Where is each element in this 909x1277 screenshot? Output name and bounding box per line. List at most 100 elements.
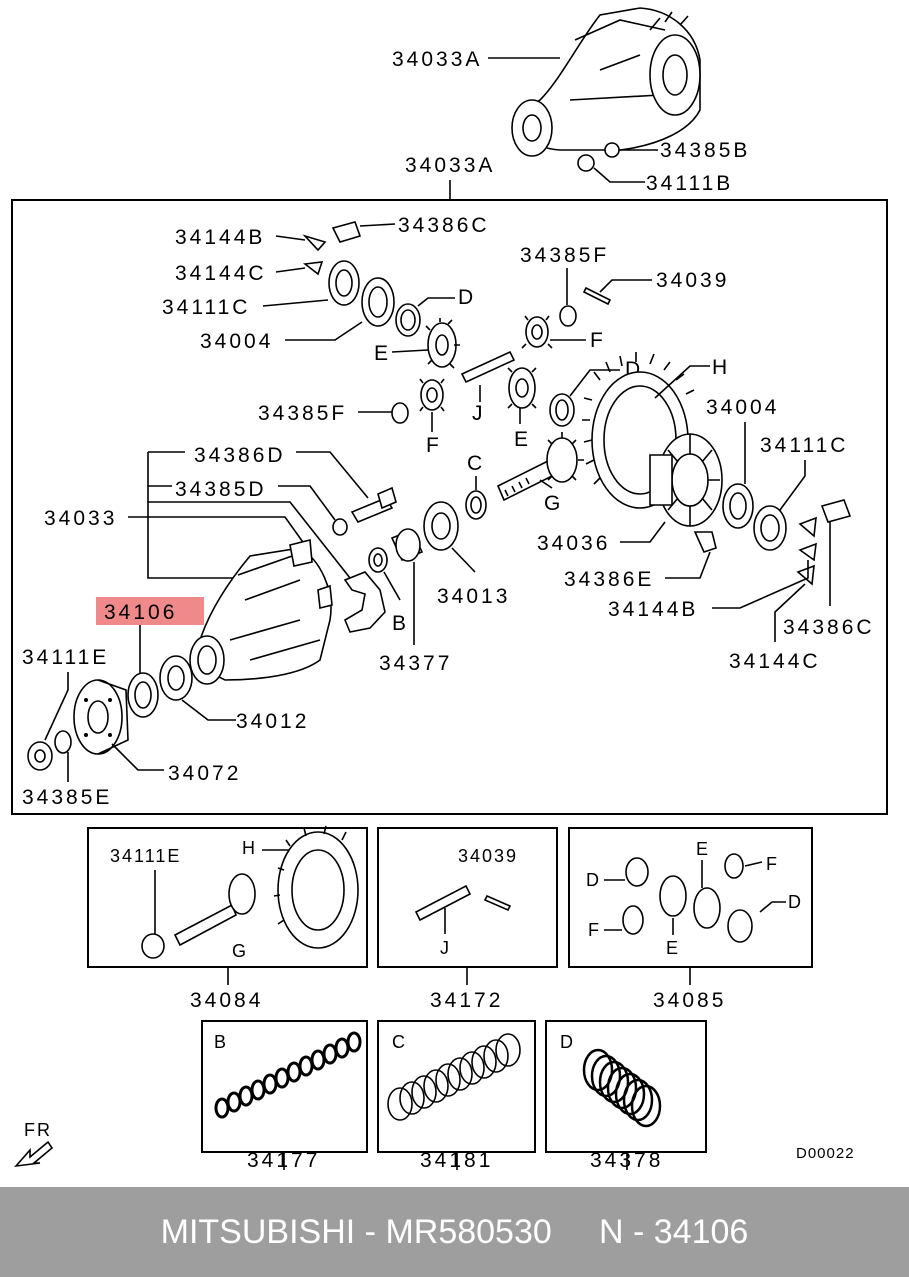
footer-gap <box>552 1213 599 1252</box>
shim-ring <box>630 1084 662 1128</box>
leader-line <box>275 267 306 273</box>
front-marker-label: FR <box>24 1120 52 1140</box>
callout-34111B: 34111B <box>646 172 733 195</box>
shim-ring <box>447 1057 473 1091</box>
shim-drawing <box>368 547 388 573</box>
callout-34386C: 34386C <box>398 214 490 237</box>
callout-34111C: 34111C <box>162 296 250 319</box>
callout-34144C: 34144C <box>175 262 267 285</box>
leader-line <box>539 479 553 489</box>
letter-F-1: F <box>426 434 442 457</box>
bearing-drawing <box>423 501 459 551</box>
callout-34036: 34036 <box>537 532 610 555</box>
pin-drawing <box>582 286 612 306</box>
shim-ring <box>435 1063 461 1097</box>
shim-ring <box>471 1045 497 1079</box>
leader-line <box>712 560 809 609</box>
diagram-code: D00022 <box>796 1145 855 1162</box>
leader-line <box>296 451 369 499</box>
bolt-drawing <box>302 261 324 276</box>
footer-brand: MITSUBISHI <box>160 1212 356 1251</box>
shim-ring <box>310 1049 326 1071</box>
kit-item-label: 34039 <box>458 846 518 866</box>
bolt-drawing <box>331 221 362 243</box>
leader-line <box>128 451 351 579</box>
kit-number-34085: 34085 <box>653 989 726 1012</box>
shim-ring <box>590 1054 622 1098</box>
callout-34144C-right: 34144C <box>729 650 821 673</box>
letter-D: D <box>458 286 476 309</box>
kit-number-34084: 34084 <box>190 989 263 1012</box>
washer-drawing <box>54 730 72 754</box>
shim-ring <box>483 1039 509 1073</box>
shim-drawing <box>395 303 421 337</box>
kit-item-label: E <box>666 938 680 958</box>
nut-drawing <box>27 741 53 771</box>
leader-line <box>111 743 164 771</box>
callout-34033A-box: 34033A <box>405 154 495 177</box>
highlight-box <box>96 597 204 625</box>
leader-line <box>275 235 306 241</box>
bearing-drawing <box>159 655 193 701</box>
callout-34033A-top: 34033A <box>392 48 482 71</box>
kit-34084: 34111E H G 34084 <box>87 825 368 1012</box>
callout-34111E: 34111E <box>22 646 109 669</box>
leader-line <box>451 547 476 573</box>
bolt-drawing <box>798 542 817 562</box>
kit-item-label: 34111E <box>110 846 181 866</box>
shim-ring <box>286 1061 302 1083</box>
callout-34111C-right: 34111C <box>760 434 848 457</box>
kit-item-label: F <box>766 854 779 874</box>
callout-34144B-right: 34144B <box>608 598 698 621</box>
leader-line <box>593 167 645 183</box>
pinion-gear-drawing <box>521 315 553 349</box>
shim-ring <box>399 1081 425 1115</box>
callout-34072: 34072 <box>168 762 241 785</box>
shim-ring <box>387 1087 413 1121</box>
pinion-gear-drawing <box>419 378 445 412</box>
callout-34385B: 34385B <box>660 139 750 162</box>
bolt-drawing <box>693 531 717 553</box>
shim-ring <box>214 1097 230 1119</box>
leader-line <box>262 299 329 307</box>
kit-item-label: E <box>696 839 710 859</box>
shim-ring <box>298 1055 314 1077</box>
bearing-cap-drawing <box>343 571 386 633</box>
leader-line <box>359 223 396 227</box>
shim-ring <box>606 1066 638 1110</box>
shim-set-34177: B 34177 <box>201 1020 368 1172</box>
shim-ring <box>598 1060 630 1104</box>
kit-34172: 34039 J 34172 <box>377 827 558 1012</box>
exploded-diagram: 34033A 34385B 34111B 34033A 34144B 34386… <box>11 7 888 1172</box>
front-arrow-icon <box>14 1140 54 1168</box>
shim-set-34181: C 34181 <box>377 1020 536 1172</box>
leader-line <box>285 321 363 341</box>
letter-C: C <box>467 452 485 475</box>
callout-34106: 34106 <box>104 601 177 624</box>
leader-line <box>654 365 710 399</box>
shim-ring <box>459 1051 485 1085</box>
shim-ring <box>322 1043 338 1065</box>
kit-item-label: G <box>232 941 248 961</box>
leader-line <box>620 521 666 543</box>
shim-set-letter: C <box>392 1032 407 1052</box>
bearing-drawing <box>361 277 395 327</box>
shim-ring <box>274 1067 290 1089</box>
callout-34385E: 34385E <box>22 786 112 809</box>
shim-ring <box>334 1037 350 1059</box>
letter-G: G <box>544 492 563 515</box>
leader-line <box>779 460 806 511</box>
letter-F: F <box>590 329 606 352</box>
callout-34386C-right: 34386C <box>783 616 875 639</box>
kit-item-label: H <box>242 838 257 858</box>
footer-reference: N - 34106 <box>599 1212 749 1251</box>
callout-34385F: 34385F <box>520 244 609 267</box>
shim-set-number-34181: 34181 <box>420 1149 493 1172</box>
callout-34385F-2: 34385F <box>258 402 347 425</box>
kit-item-label: F <box>588 920 601 940</box>
callout-34144B: 34144B <box>175 226 265 249</box>
side-gear-drawing <box>507 367 537 409</box>
shim-ring <box>262 1073 278 1095</box>
washer-drawing <box>332 518 348 536</box>
